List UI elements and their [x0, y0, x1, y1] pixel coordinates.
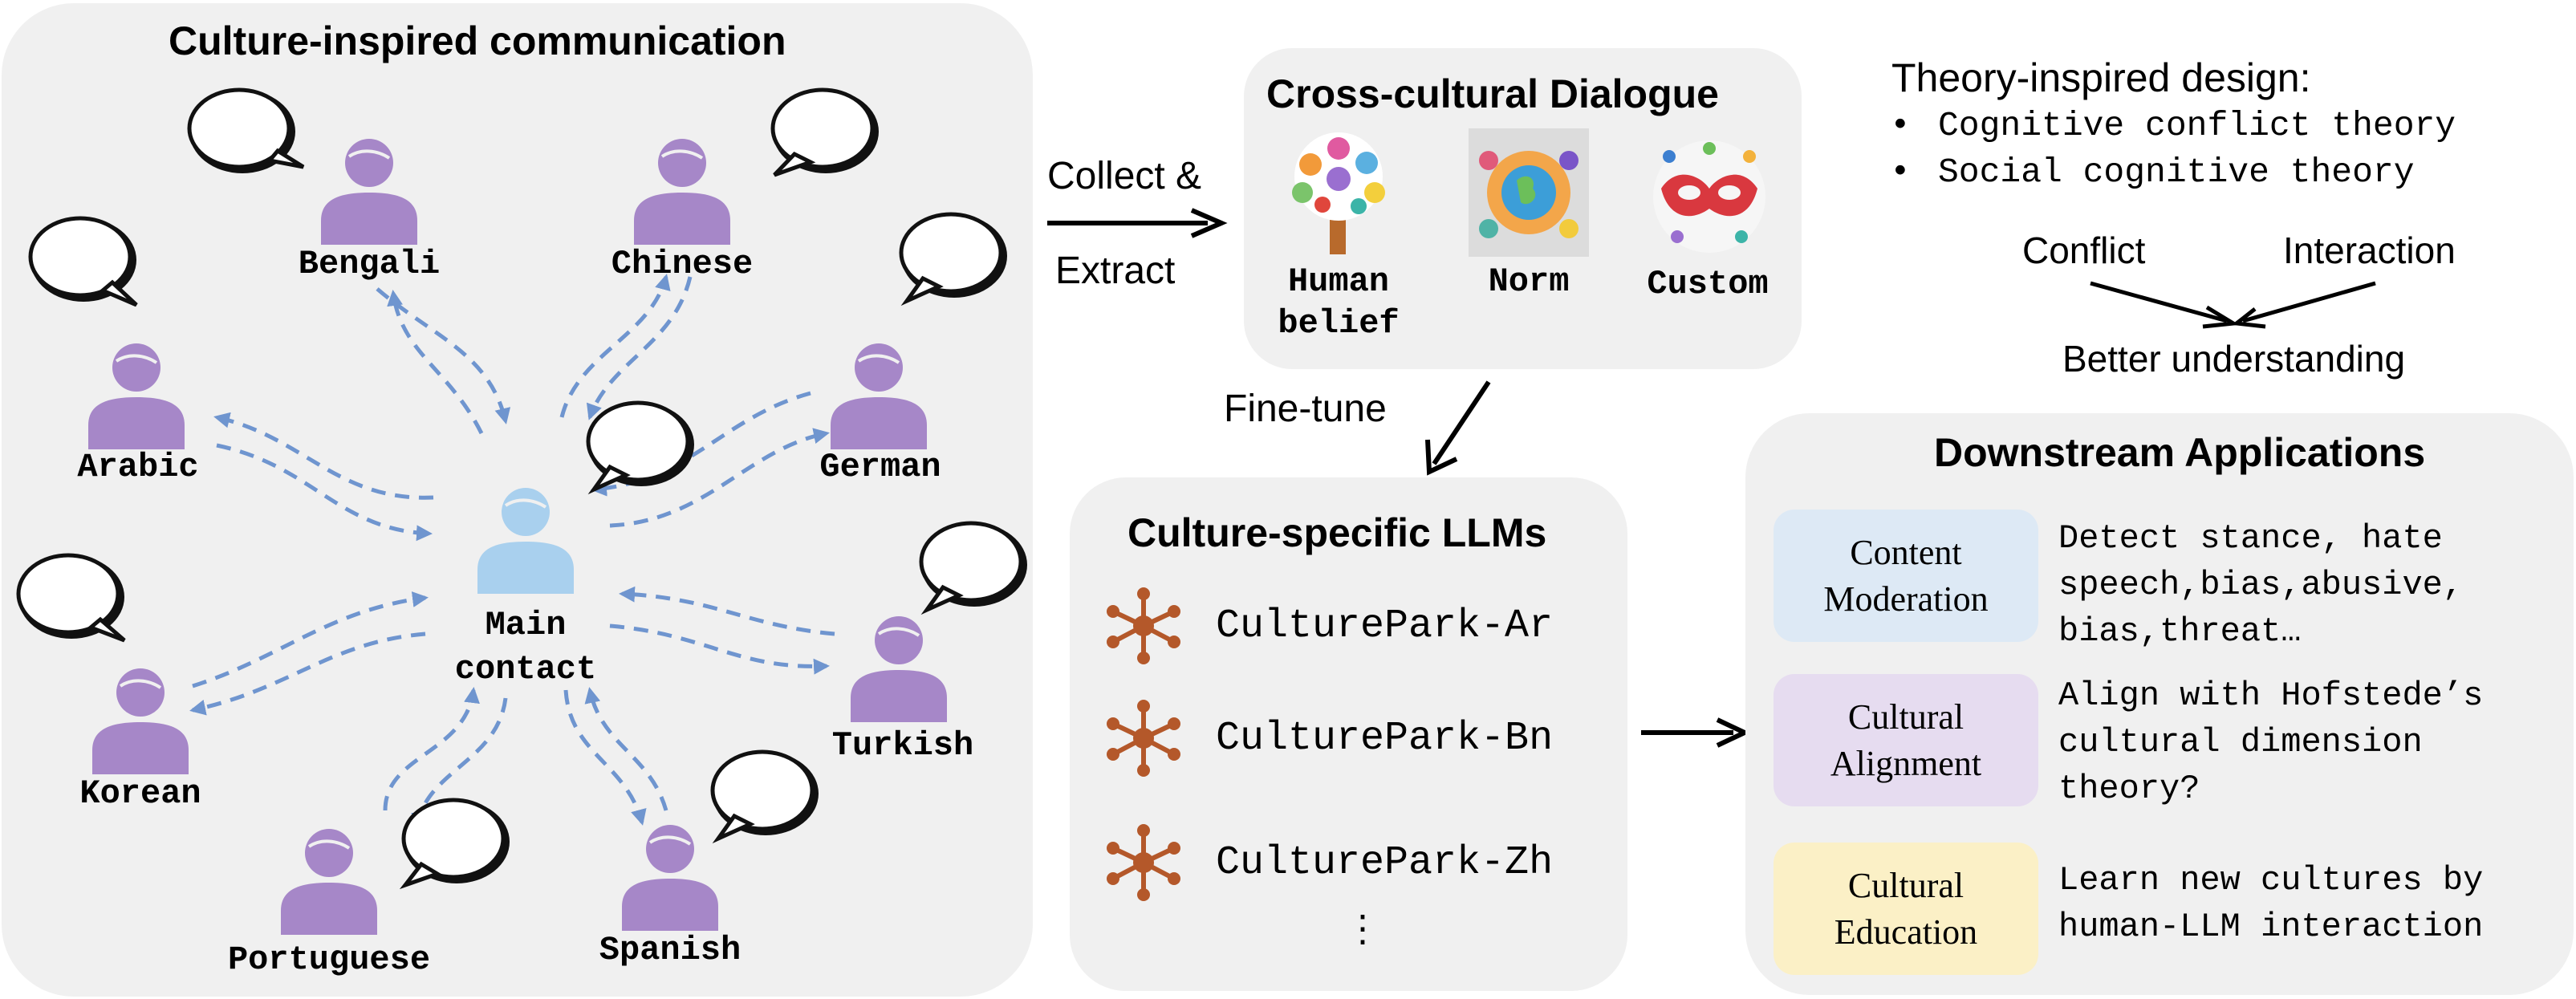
app-description: Learn new cultures by human-LLM interact… [2058, 861, 2484, 946]
person-portuguese-icon [281, 829, 377, 935]
arrow-turkish-out [609, 623, 830, 675]
llm-model-name: CulturePark-Bn [1216, 715, 1554, 761]
person-chinese-icon [634, 139, 730, 245]
speech-bubble-icon [586, 400, 694, 495]
language-label-chinese: Chinese [611, 245, 754, 283]
theory-item: Social cognitive theory [1938, 152, 2415, 192]
arrow-portuguese-in [411, 697, 508, 830]
right-arrow-icon [1047, 208, 1228, 238]
theory-item: Cognitive conflict theory [1938, 106, 2456, 145]
llm-model-name: CulturePark-Zh [1216, 839, 1554, 886]
speech-bubble-icon [710, 749, 819, 844]
better-understanding-label: Better understanding [2062, 338, 2406, 380]
speech-bubble-icon [399, 798, 510, 890]
app-description: Align with Hofstede’s cultural dimension… [2058, 676, 2484, 808]
llm-model-row: CulturePark-Bn [1103, 698, 1553, 778]
human-belief-tree-icon [1292, 132, 1385, 254]
person-turkish-icon [851, 616, 947, 722]
arrow-korean-out [192, 591, 429, 688]
collect-label: Collect & [1047, 155, 1202, 197]
theory-bullet: • [1890, 106, 1911, 145]
dialogue-title: Cross-cultural Dialogue [1266, 71, 1719, 116]
language-label-bengali: Bengali [298, 245, 441, 283]
extract-label: Extract [1055, 250, 1176, 292]
language-label-german: German [819, 448, 941, 486]
arrow-german-out [609, 428, 830, 528]
person-spanish-icon [622, 825, 718, 931]
dialogue-item-label: Norm [1488, 262, 1570, 301]
custom-mask-icon [1653, 140, 1765, 253]
speech-bubble-icon [770, 87, 879, 177]
language-label-portuguese: Portuguese [227, 940, 431, 979]
speech-bubble-icon [16, 553, 126, 643]
arrow-chinese-in [586, 276, 693, 420]
person-arabic-icon [88, 343, 185, 449]
down-left-arrow-icon [1425, 380, 1491, 476]
arrow-arabic-out [216, 443, 433, 542]
main-contact-label-line2: contact [454, 650, 597, 688]
norm-globe-icon [1469, 128, 1589, 257]
finetune-label: Fine-tune [1224, 388, 1387, 430]
theory-bullet: • [1890, 152, 1911, 192]
arrow-portuguese-out [383, 687, 480, 811]
speech-bubble-icon [187, 87, 305, 173]
applications-title: Downstream Applications [1934, 430, 2426, 475]
app-description: Detect stance, hate speech,bias,abusive,… [2058, 519, 2464, 651]
language-label-arabic: Arabic [77, 448, 199, 486]
theory-title: Theory-inspired design: [1891, 55, 2311, 100]
speech-bubble-icon [28, 216, 138, 307]
conflict-label: Conflict [2022, 229, 2146, 271]
llm-ellipsis: ⋮ [1344, 908, 1381, 949]
person-korean-icon [92, 668, 189, 774]
person-bengali-icon [321, 139, 417, 245]
llm-model-row: CulturePark-Zh [1103, 822, 1553, 903]
llm-model-name: CulturePark-Ar [1216, 603, 1554, 649]
interaction-label: Interaction [2283, 229, 2456, 271]
dialogue-item-label: Custom [1647, 265, 1769, 303]
converging-arrows-icon [2090, 281, 2376, 329]
network-node-icon [1107, 824, 1180, 901]
arrow-spanish-in [563, 689, 647, 826]
arrow-arabic-in [213, 412, 434, 500]
right-arrow-icon [1641, 717, 1749, 748]
arrow-korean-in [189, 631, 426, 716]
speech-bubble-icon [919, 521, 1027, 615]
arrow-turkish-in [619, 586, 835, 636]
arrow-chinese-out [559, 274, 671, 418]
main-contact-label-line1: Main [485, 606, 567, 644]
language-label-spanish: Spanish [599, 931, 742, 969]
person-german-icon [831, 343, 927, 449]
arrow-spanish-out [584, 687, 668, 811]
llm-model-row: CulturePark-Ar [1103, 586, 1553, 666]
speech-bubble-icon [899, 212, 1007, 307]
culture-communication-title: Culture-inspired communication [169, 18, 786, 63]
arrow-bengali-in [387, 290, 484, 435]
llm-panel-title: Culture-specific LLMs [1128, 510, 1547, 555]
network-node-icon [1107, 587, 1180, 664]
language-label-korean: Korean [79, 774, 201, 813]
main-contact-icon [477, 488, 574, 594]
llm-panel [1070, 477, 1627, 991]
language-label-turkish: Turkish [831, 726, 974, 765]
network-node-icon [1107, 700, 1180, 777]
